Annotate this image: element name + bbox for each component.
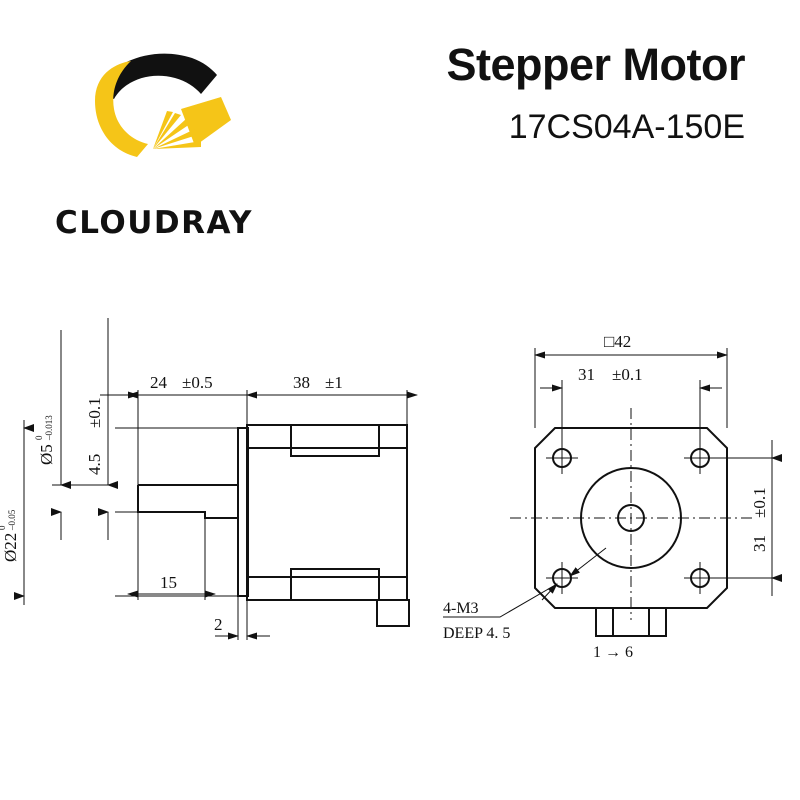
note-pins-label: 1 → 6 [593,644,633,661]
side-view-geometry [115,424,410,627]
dim-step-width: 2 [214,596,270,640]
dim-body-length: 38 ±1 [246,373,418,425]
technical-drawing: 24 ±0.5 38 ±1 [0,300,800,700]
dim-sq42-value: □42 [604,332,631,351]
dim-d5-tol-lower: –0.013 [44,415,54,441]
dim-38-tolerance: ±1 [325,373,343,392]
dim-hole-pitch-vertical: 31 ±0.1 [700,440,782,596]
dim-frame-size: □42 [534,332,728,428]
front-view-geometry [510,408,756,637]
dim-45-tolerance: ±0.1 [85,397,104,428]
dim-2-value: 2 [214,615,223,634]
brand-logo: CLOUDRAY [55,45,285,241]
dim-31v-tolerance: ±0.1 [750,487,769,518]
page-title: Stepper Motor [446,39,745,90]
dim-d5-value: Ø5 [37,444,56,465]
dim-flat-height: 4.5 ±0.1 [85,318,139,540]
dim-31v-value: 31 [750,535,769,552]
dim-shaft-diameter: Ø5 0 –0.013 [34,330,115,540]
brand-wordmark: CLOUDRAY [55,205,253,241]
dim-24-value: 24 [150,373,168,392]
model-number: 17CS04A-150E [508,107,745,146]
note-deep-label: DEEP 4. 5 [443,625,510,642]
dim-boss-diameter: Ø22 0 –0.05 [0,420,34,605]
dim-31h-tolerance: ±0.1 [612,365,643,384]
dim-15-value: 15 [160,573,177,592]
note-thread: 4-M3 DEEP 4. 5 [443,547,607,642]
dim-shaft-length: 24 ±0.5 [127,373,248,485]
title-block: Stepper Motor 17CS04A-150E [446,40,745,147]
dim-45-value: 4.5 [85,454,104,475]
header: CLOUDRAY Stepper Motor 17CS04A-150E [0,0,800,241]
dim-d22-value: Ø22 [1,533,20,562]
dim-38-value: 38 [293,373,310,392]
note-connector-pins: 1 → 6 [593,644,633,661]
dim-d5-tol-upper: 0 [34,435,44,440]
dim-d22-tol-lower: –0.05 [7,509,17,531]
note-4m3-label: 4-M3 [443,600,479,617]
dim-flat-length: 15 [127,512,216,600]
dim-hole-pitch-horizontal: 31 ±0.1 [540,365,722,448]
cloudray-crescent-sun-logo-icon [55,45,285,160]
dim-24-tolerance: ±0.5 [182,373,213,392]
dim-d22-tol-upper: 0 [0,525,7,530]
dim-31h-value: 31 [578,365,595,384]
